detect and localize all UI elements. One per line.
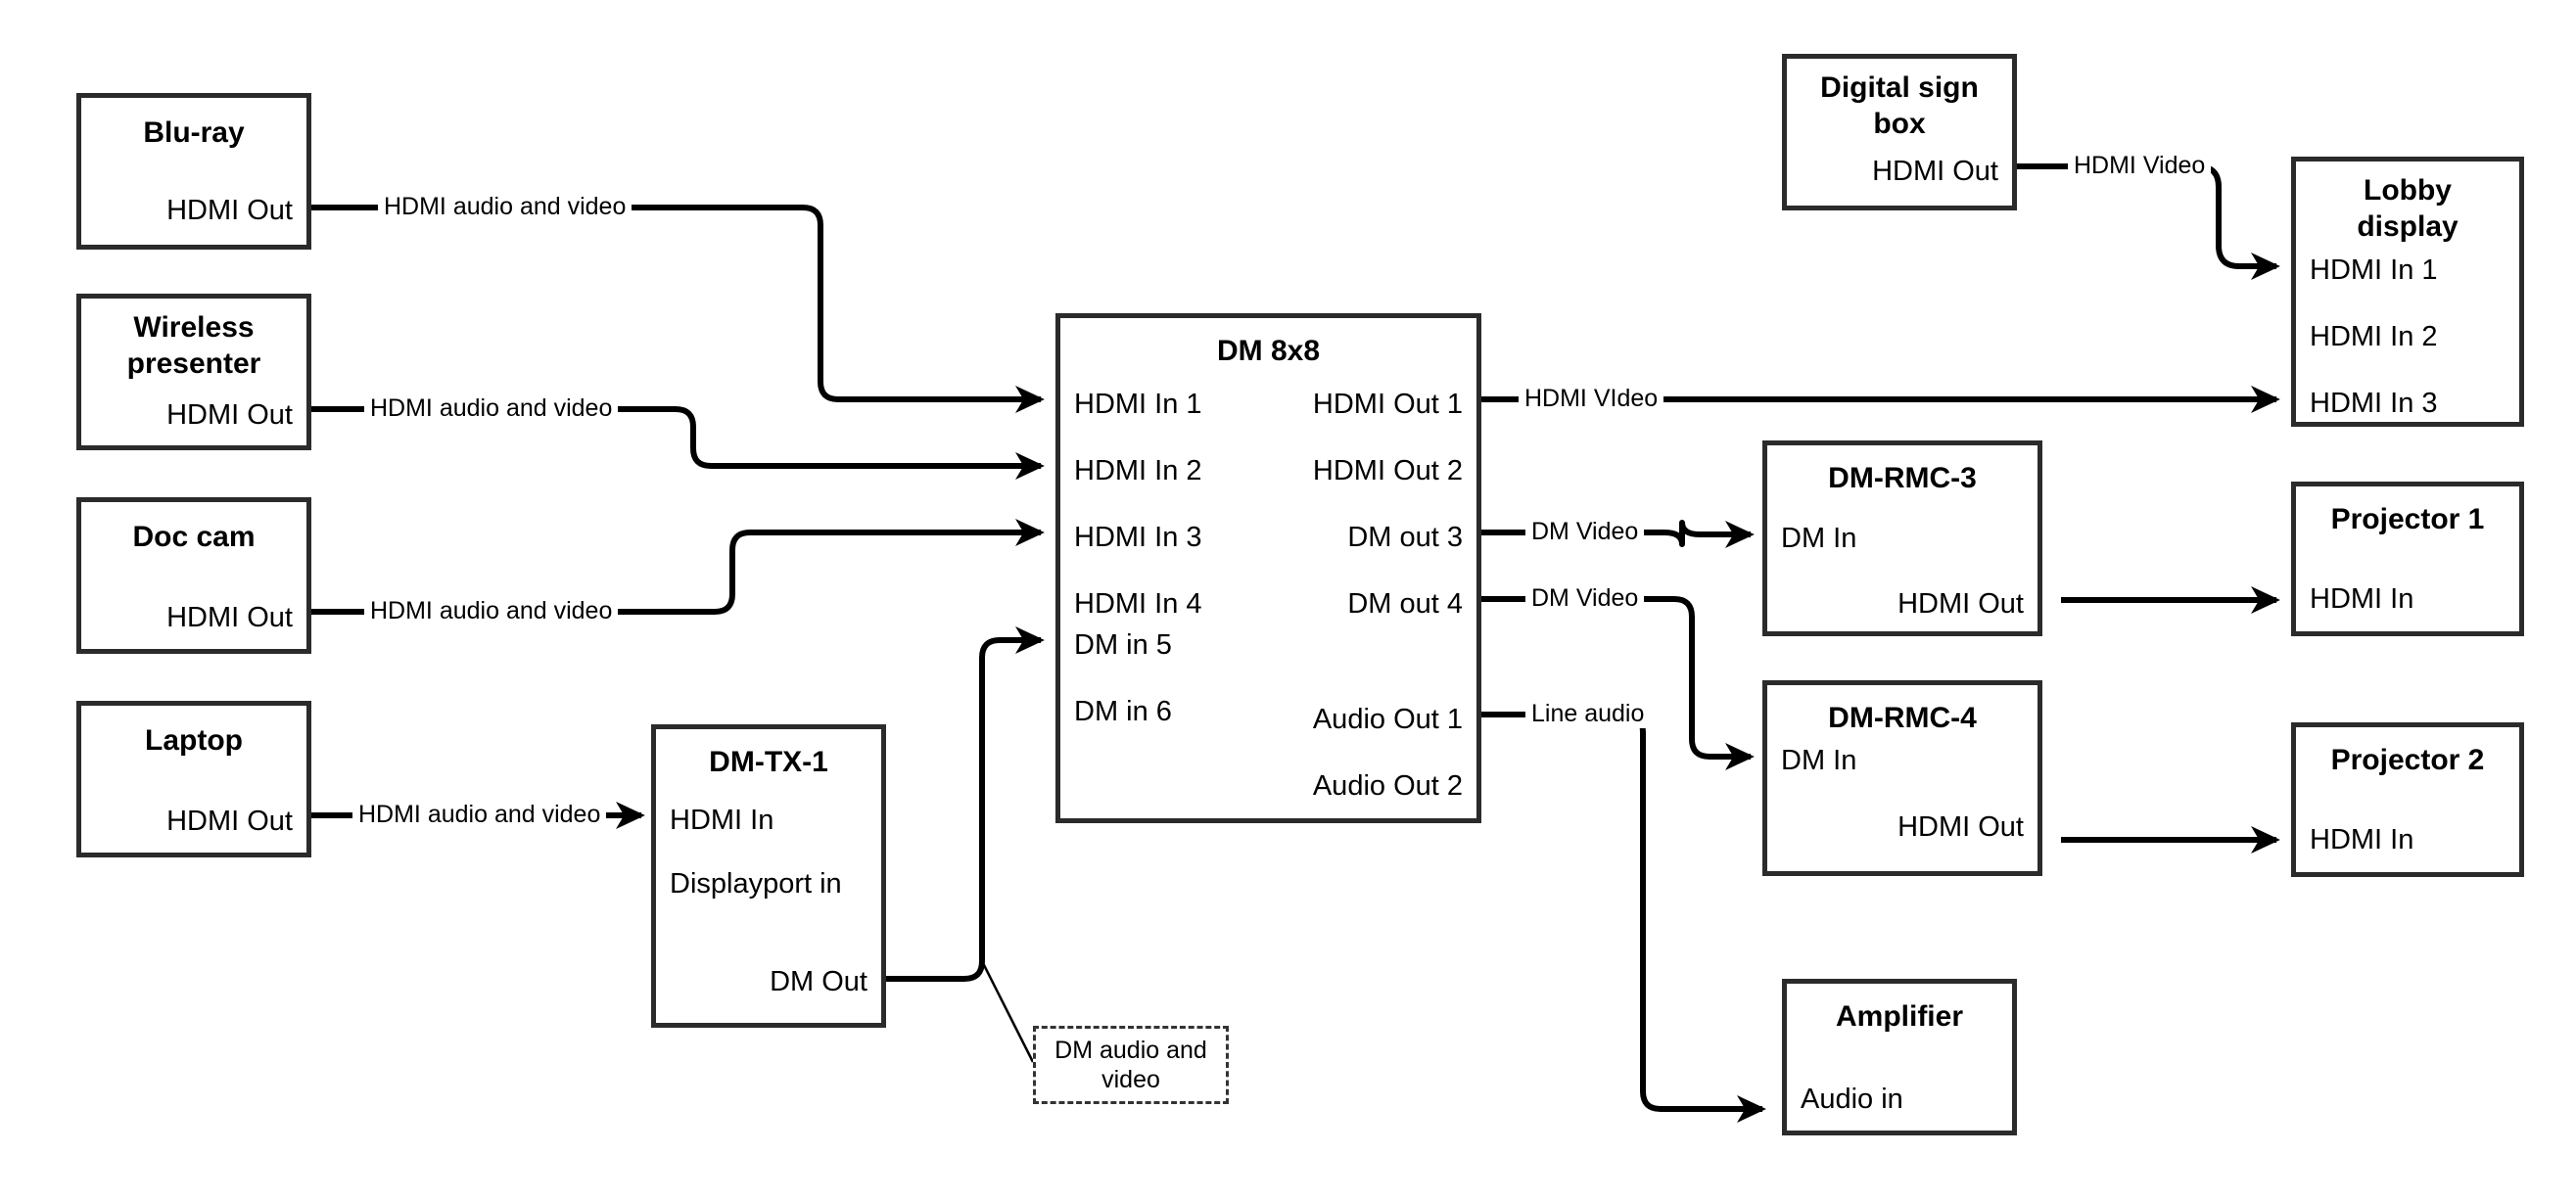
node-digital-sign-box-port-hdmi-out[interactable]: HDMI Out [1872,156,1998,187]
node-projector-1[interactable]: Projector 1 HDMI In [2291,482,2524,636]
node-lobby-display-port-hdmi-in-3[interactable]: HDMI In 3 [2310,388,2438,419]
node-dm-tx-1-title: DM-TX-1 [709,746,828,778]
wire-audioout1-to-amplifier [1481,712,1766,1124]
node-dm-8x8-output-audio-out-2[interactable]: Audio Out 2 [1312,770,1463,802]
node-lobby-display-title: Lobby display [2357,174,2459,243]
wire-bluray-to-dm-in1 [311,205,1045,414]
note-dm-audio-and-video: DM audio and video [1033,1026,1229,1104]
node-wireless-presenter[interactable]: Wireless presenter HDMI Out [76,294,311,450]
edge-label-dmout4-to-rmc4: DM Video [1525,584,1645,613]
edge-label-doccam-to-dm-in3: HDMI audio and video [364,597,619,625]
node-projector-1-port-hdmi-in[interactable]: HDMI In [2310,583,2414,615]
edge-label-laptop-to-dmtx1: HDMI audio and video [352,801,607,829]
node-dm-8x8-output-dm-out-4[interactable]: DM out 4 [1347,588,1463,620]
node-dm-rmc-4-port-dm-in[interactable]: DM In [1781,745,1857,776]
edge-label-wireless-to-dm-in2: HDMI audio and video [364,394,619,423]
node-projector-1-title: Projector 1 [2330,503,2485,535]
node-amplifier[interactable]: Amplifier Audio in [1782,979,2017,1135]
node-dm-tx-1-port-hdmi-in[interactable]: HDMI In [670,805,774,836]
node-bluray[interactable]: Blu-ray HDMI Out [76,93,311,250]
node-dm-rmc-3-port-dm-in[interactable]: DM In [1781,523,1857,554]
node-laptop-port-hdmi-out[interactable]: HDMI Out [166,806,293,837]
node-doc-cam-port-hdmi-out[interactable]: HDMI Out [166,602,293,633]
node-dm-8x8-input-dm-in-6[interactable]: DM in 6 [1074,696,1172,727]
node-digital-sign-box[interactable]: Digital sign box HDMI Out [1782,54,2017,210]
leader-line-dm-note [980,960,1035,1063]
node-dm-8x8-input-hdmi-in-4[interactable]: HDMI In 4 [1074,588,1202,620]
node-dm-8x8-input-hdmi-in-2[interactable]: HDMI In 2 [1074,455,1202,486]
edge-label-audioout1-to-amp: Line audio [1525,700,1651,728]
node-lobby-display-port-hdmi-in-2[interactable]: HDMI In 2 [2310,321,2438,352]
node-dm-8x8[interactable]: DM 8x8 HDMI In 1 HDMI In 2 HDMI In 3 HDM… [1055,313,1481,823]
node-dm-8x8-title: DM 8x8 [1216,335,1321,367]
node-dm-rmc-3-port-hdmi-out[interactable]: HDMI Out [1897,588,2024,620]
node-dm-rmc-4-title: DM-RMC-4 [1828,702,1977,734]
node-amplifier-title: Amplifier [1835,1000,1964,1033]
node-dm-tx-1-port-displayport-in[interactable]: Displayport in [670,868,842,900]
node-dm-8x8-output-hdmi-out-2[interactable]: HDMI Out 2 [1312,455,1463,486]
node-projector-2-title: Projector 2 [2330,744,2485,776]
node-digital-sign-box-title: Digital sign box [1820,71,1979,140]
node-projector-2-port-hdmi-in[interactable]: HDMI In [2310,824,2414,855]
wire-dmtx1-to-dm-in5 [886,625,1045,982]
node-wireless-presenter-title: Wireless presenter [126,311,261,380]
node-dm-tx-1[interactable]: DM-TX-1 HDMI In Displayport in DM Out [651,724,886,1028]
node-dm-8x8-input-dm-in-5[interactable]: DM in 5 [1074,629,1172,661]
node-dm-8x8-input-hdmi-in-3[interactable]: HDMI In 3 [1074,522,1202,553]
node-dm-rmc-3[interactable]: DM-RMC-3 DM In HDMI Out [1762,440,2042,636]
node-amplifier-port-audio-in[interactable]: Audio in [1801,1084,1903,1115]
node-dm-8x8-output-hdmi-out-1[interactable]: HDMI Out 1 [1312,389,1463,420]
node-lobby-display-port-hdmi-in-1[interactable]: HDMI In 1 [2310,254,2438,286]
edge-label-dmout3-to-rmc3: DM Video [1525,518,1645,546]
wire-sign-to-lobby-in1 [2017,163,2280,281]
node-bluray-title: Blu-ray [143,116,245,149]
edge-label-bluray-to-dm-in1: HDMI audio and video [378,193,632,221]
node-dm-8x8-input-hdmi-in-1[interactable]: HDMI In 1 [1074,389,1202,420]
node-wireless-presenter-port-hdmi-out[interactable]: HDMI Out [166,399,293,431]
node-lobby-display[interactable]: Lobby display HDMI In 1 HDMI In 2 HDMI I… [2291,157,2524,427]
node-laptop-title: Laptop [145,724,243,757]
node-dm-8x8-output-dm-out-3[interactable]: DM out 3 [1347,522,1463,553]
wire-dm-out4-to-rmc4 [1481,596,1755,771]
node-dm-rmc-4-port-hdmi-out[interactable]: HDMI Out [1897,811,2024,843]
node-dm-rmc-4[interactable]: DM-RMC-4 DM In HDMI Out [1762,680,2042,876]
node-dm-rmc-3-title: DM-RMC-3 [1828,462,1977,494]
edge-label-hdmiout1-to-lobby: HDMI VIdeo [1519,385,1664,413]
edge-label-sign-to-lobby: HDMI Video [2068,152,2212,180]
node-projector-2[interactable]: Projector 2 HDMI In [2291,722,2524,877]
node-bluray-port-hdmi-out[interactable]: HDMI Out [166,195,293,226]
node-dm-8x8-output-audio-out-1[interactable]: Audio Out 1 [1312,704,1463,735]
node-doc-cam-title: Doc cam [132,521,256,553]
node-laptop[interactable]: Laptop HDMI Out [76,701,311,857]
node-doc-cam[interactable]: Doc cam HDMI Out [76,497,311,654]
node-dm-tx-1-port-dm-out[interactable]: DM Out [770,966,867,997]
